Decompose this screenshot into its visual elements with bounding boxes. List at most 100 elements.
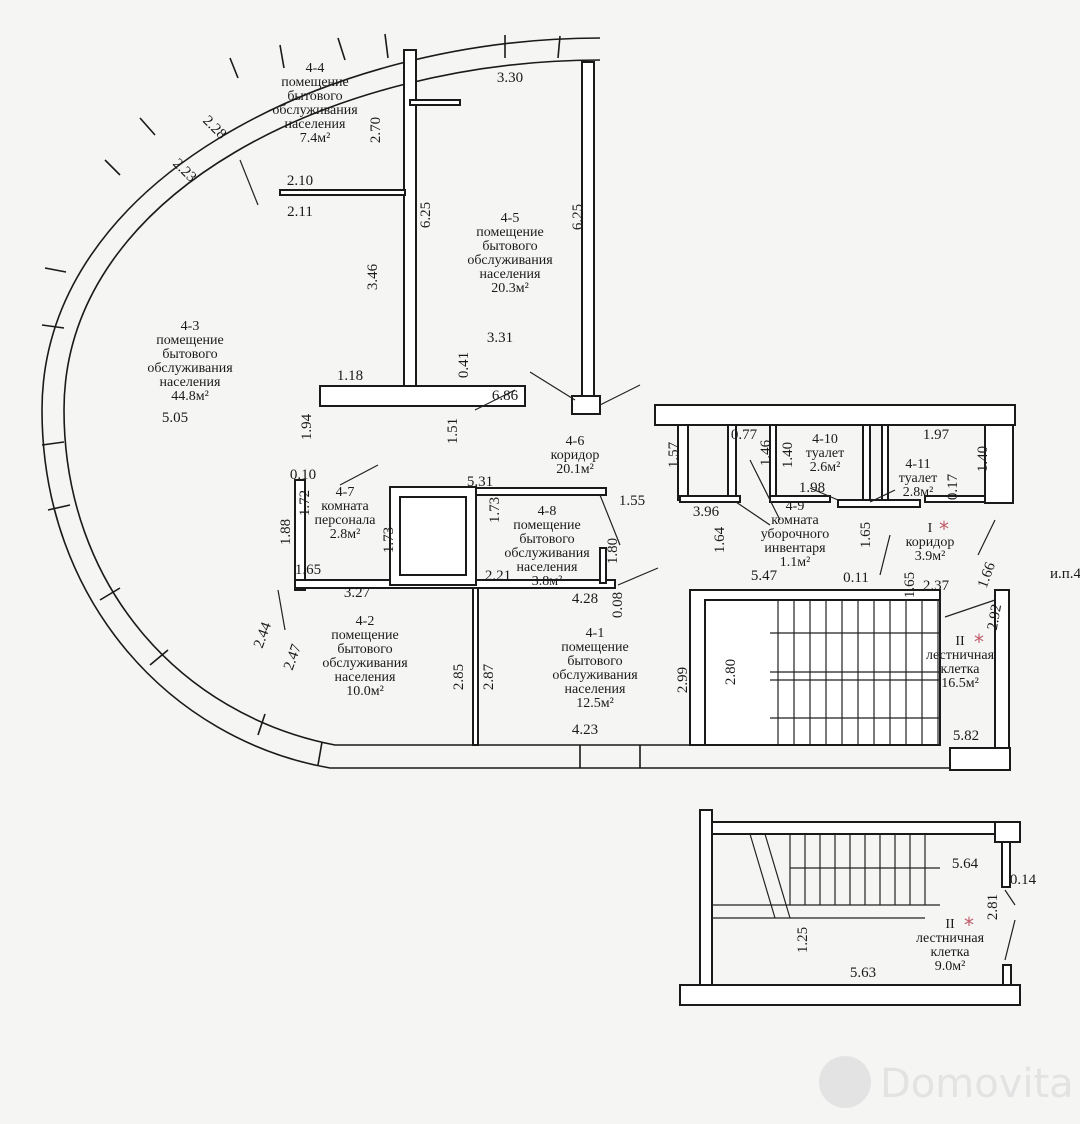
dimension-label: 2.37	[923, 578, 950, 594]
dimension-label: 3.96	[693, 504, 720, 520]
room-name-line: бытового	[519, 532, 574, 547]
room-number: 4-10	[812, 432, 838, 447]
dimension-label: 1.88	[278, 519, 294, 545]
dimension-label: 1.65	[858, 522, 874, 548]
dimension-label: 6.86	[492, 388, 519, 404]
room-name-line: населения	[565, 682, 626, 697]
dimension-label: 1.97	[923, 427, 950, 443]
asterisk-marker-icon: *	[974, 630, 984, 654]
dimension-label: 1.57	[666, 441, 682, 468]
room-area: 2.6м²	[810, 460, 841, 475]
room-label-4-8: 4-8помещениебытовогообслуживаниянаселени…	[504, 504, 590, 589]
dimension-label: 3.30	[497, 70, 523, 86]
dimension-label: 5.31	[467, 474, 493, 490]
dimension-label: 5.64	[952, 856, 979, 872]
room-name-line: коридор	[551, 448, 600, 463]
room-label-4-3: 4-3помещениебытовогообслуживаниянаселени…	[147, 319, 233, 404]
room-area: 20.1м²	[556, 462, 594, 477]
room-name-line: персонала	[315, 513, 377, 528]
door-swings	[239, 159, 1016, 961]
room-name-line: клетка	[941, 662, 981, 677]
room-name-line: бытового	[567, 654, 622, 669]
room-name-line: обслуживания	[322, 656, 408, 671]
room-number: 4-9	[786, 499, 805, 514]
dimension-label: 4.28	[572, 591, 598, 607]
dimension-label: 1.40	[975, 446, 991, 472]
room-area: 3.8м²	[532, 574, 563, 589]
room-name-line: помещение	[281, 75, 349, 90]
dimension-label: 3.27	[344, 585, 371, 601]
room-label-4-1: 4-1помещениебытовогообслуживаниянаселени…	[552, 626, 638, 711]
room-name-line: обслуживания	[147, 361, 233, 376]
dimension-label: 1.65	[902, 572, 918, 598]
dimension-label: 3.31	[487, 330, 513, 346]
dimension-label: 4.23	[572, 722, 598, 738]
dimension-label: 1.55	[619, 493, 645, 509]
room-number: II	[955, 634, 965, 649]
dimension-label: 2.80	[723, 659, 739, 685]
room-name-line: помещение	[513, 518, 581, 533]
room-number: 4-3	[181, 319, 200, 334]
dimension-label: 0.14	[1010, 872, 1037, 888]
room-area: 1.1м²	[780, 555, 811, 570]
room-number: 4-4	[306, 61, 325, 76]
dimension-label: 1.66	[975, 560, 999, 591]
room-name-line: туалет	[806, 446, 844, 461]
dimension-label: 0.41	[456, 352, 472, 378]
dimension-label: 1.94	[299, 413, 315, 440]
dimension-label: 1.98	[799, 480, 825, 496]
room-number: 4-7	[336, 485, 355, 500]
asterisk-marker-icon: *	[939, 517, 949, 541]
dimension-label: 0.17	[945, 473, 961, 500]
room-area: 7.4м²	[300, 131, 331, 146]
room-label-4-5: 4-5помещениебытовогообслуживаниянаселени…	[467, 211, 553, 296]
dimension-label: 0.10	[290, 467, 316, 483]
room-name-line: обслуживания	[504, 546, 590, 561]
room-name-line: обслуживания	[272, 103, 358, 118]
room-number: 4-6	[566, 434, 585, 449]
dimension-label: 1.80	[605, 538, 621, 564]
dimension-label: 1.73	[381, 527, 397, 553]
room-name-line: туалет	[899, 471, 937, 486]
room-name-line: бытового	[162, 347, 217, 362]
room-area: 10.0м²	[346, 684, 384, 699]
dimension-label: 1.18	[337, 368, 363, 384]
staircase	[712, 600, 940, 919]
room-label-4-4: 4-4помещениебытовогообслуживаниянаселени…	[272, 61, 358, 146]
dimension-label: 0.08	[610, 592, 626, 618]
dimension-label: 1.46	[758, 439, 774, 466]
room-name-line: комната	[321, 499, 369, 514]
room-number: 4-2	[356, 614, 375, 629]
room-area: 20.3м²	[491, 281, 529, 296]
dimension-label: 2.92	[985, 603, 1005, 632]
room-name-line: помещение	[476, 225, 544, 240]
dimension-label: 2.11	[287, 204, 313, 220]
room-name-line: инвентаря	[764, 541, 826, 556]
room-name-line: бытового	[482, 239, 537, 254]
room-area: 44.8м²	[171, 389, 209, 404]
dimension-label: 2.70	[368, 117, 384, 143]
room-area: 2.8м²	[330, 527, 361, 542]
side-label: и.п.4	[1050, 566, 1080, 582]
room-number: 4-5	[501, 211, 520, 226]
room-name-line: населения	[160, 375, 221, 390]
room-name-line: лестничная	[926, 648, 995, 663]
room-name-line: комната	[771, 513, 819, 528]
room-name-line: уборочного	[761, 527, 830, 542]
asterisk-marker-icon: *	[964, 913, 974, 937]
curved-wall-outer	[41, 37, 1010, 769]
room-area: 2.8м²	[903, 485, 934, 500]
dimension-label: 1.25	[795, 927, 811, 953]
room-number: 4-8	[538, 504, 557, 519]
dimension-label: 2.10	[287, 173, 313, 189]
dimension-label: 3.46	[365, 263, 381, 290]
room-name-line: обслуживания	[552, 668, 638, 683]
dimension-label: 6.25	[418, 202, 434, 228]
